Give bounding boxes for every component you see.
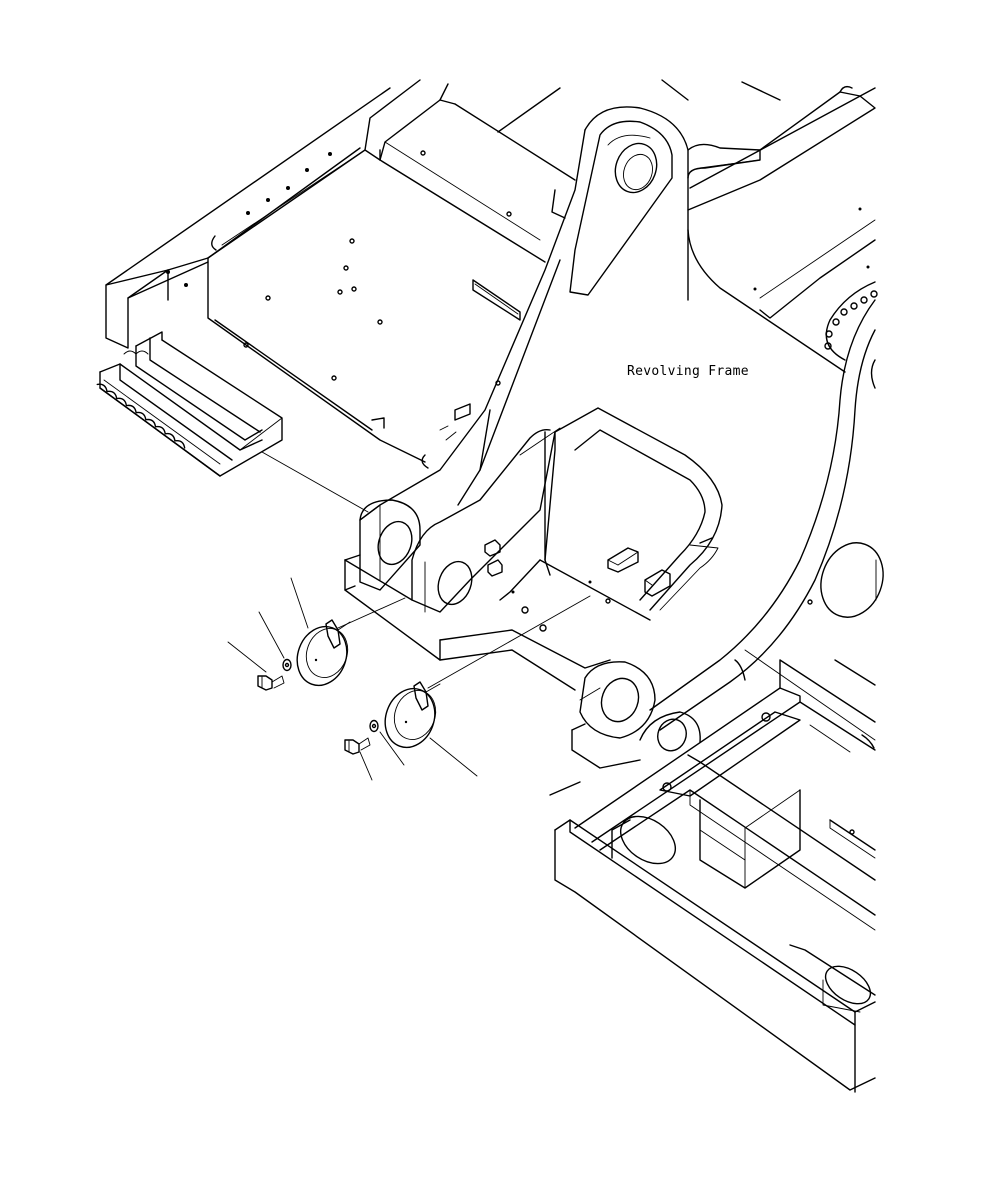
cover-assembly-upper <box>227 577 406 691</box>
revolving-frame-label: Revolving Frame <box>627 364 749 379</box>
cover-assembly-lower <box>344 595 591 781</box>
boom-bracket <box>344 79 884 769</box>
left-deck-assembly <box>105 79 576 469</box>
step-assembly <box>96 331 283 477</box>
lower-right-frame <box>549 649 876 1093</box>
reference-line <box>261 451 369 513</box>
